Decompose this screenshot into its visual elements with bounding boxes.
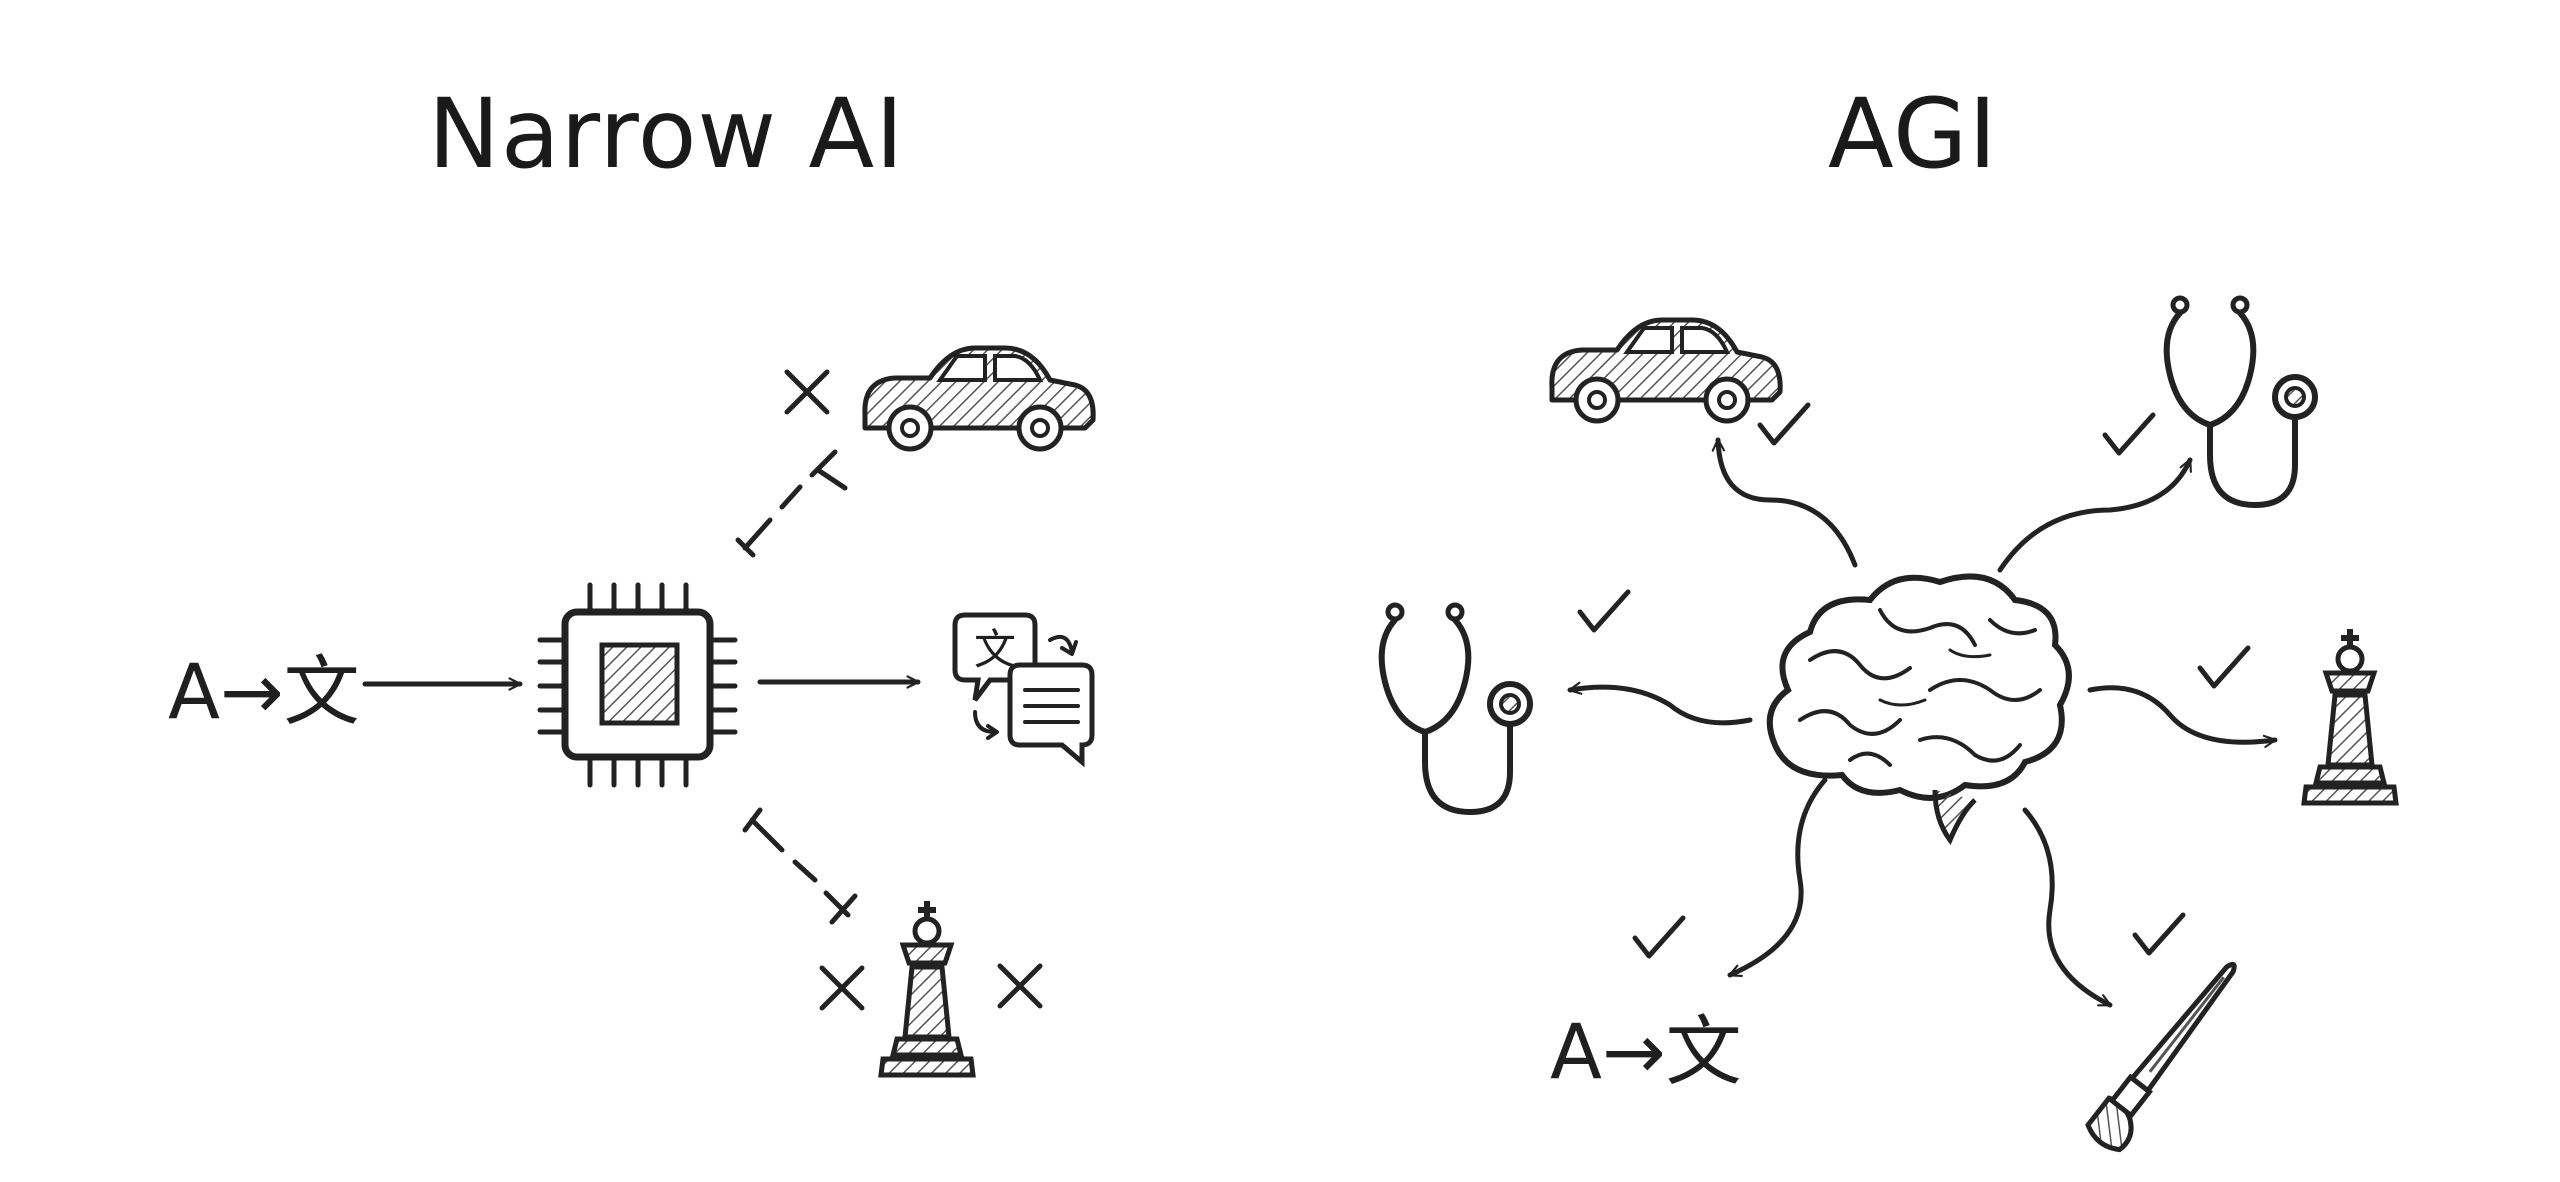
translation-chat-icon: 文 <box>952 612 1095 768</box>
car-icon <box>865 348 1093 449</box>
chess-king-icon <box>2304 629 2396 803</box>
check-car-icon <box>1760 405 1808 443</box>
check-paintbrush-icon <box>2135 915 2183 953</box>
agi-title: AGI <box>1828 78 1998 190</box>
blocked-connection-chess <box>742 807 858 925</box>
agi-arrow-translation <box>1727 777 1828 978</box>
check-stethoscope-left-icon <box>1580 592 1628 630</box>
chess-king-icon <box>881 901 973 1075</box>
agi-arrow-chess <box>2087 685 2278 748</box>
brain-icon <box>1766 573 2072 845</box>
agi-arrow-stethoscope-left <box>1567 681 1753 726</box>
svg-text:文: 文 <box>974 625 1016 674</box>
stethoscope-icon <box>1382 605 1530 812</box>
stethoscope-icon <box>2167 298 2315 505</box>
narrow-ai-title: Narrow AI <box>428 78 905 190</box>
input-translation-label: A→文 <box>168 647 360 736</box>
blocked-x-chess-left-icon <box>822 968 862 1008</box>
blocked-connection-car <box>735 449 848 558</box>
paintbrush-icon <box>2085 961 2237 1153</box>
check-stethoscope-top-icon <box>2105 415 2153 453</box>
blocked-x-chess-right-icon <box>1000 966 1040 1006</box>
agi-arrow-stethoscope-top <box>1997 457 2193 573</box>
check-translation-icon <box>1635 918 1683 956</box>
check-chess-icon <box>2200 648 2248 686</box>
blocked-x-car-icon <box>787 372 827 412</box>
processor-chip-icon <box>537 582 738 788</box>
agi-arrow-car <box>1711 437 1858 568</box>
car-icon <box>1552 320 1780 421</box>
agi-arrow-paintbrush <box>2022 807 2113 1008</box>
agi-translation-label: A→文 <box>1550 1007 1742 1096</box>
